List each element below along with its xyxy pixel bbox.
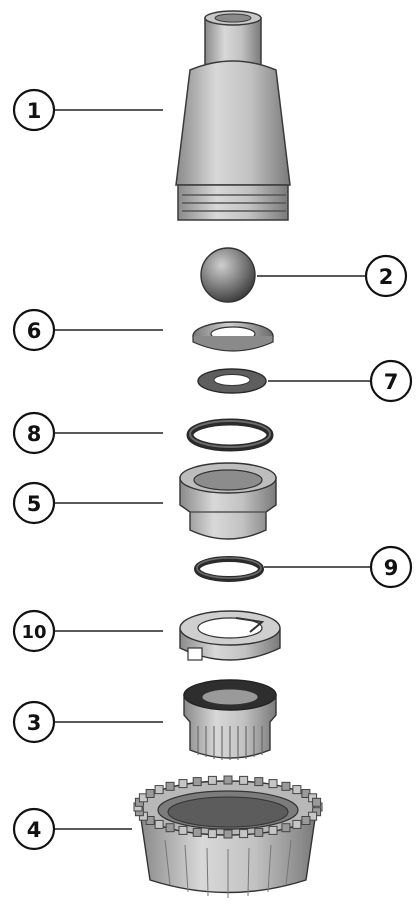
part-6-seat-ring: [192, 321, 274, 352]
callout-6: 6: [12, 308, 56, 352]
callout-7: 7: [369, 359, 413, 403]
part-8-o-ring: [186, 418, 274, 452]
cap-nut-tooth: [165, 823, 175, 833]
cap-nut-tooth: [239, 829, 249, 839]
callout-4-label: 4: [27, 818, 42, 842]
callout-9-label: 9: [384, 556, 399, 580]
cap-nut-tooth: [192, 777, 202, 787]
part-10-slotted-ring: [179, 610, 281, 661]
cap-nut-tooth: [292, 785, 302, 795]
callout-4: 4: [12, 807, 56, 851]
cap-nut-tooth: [292, 819, 302, 829]
callout-6-label: 6: [27, 319, 42, 343]
cap-nut-tooth: [154, 785, 164, 795]
cap-nut-tooth: [165, 781, 175, 791]
cap-nut-tooth: [145, 789, 155, 798]
cap-nut-tooth: [268, 825, 278, 835]
part-5-bushing: [179, 462, 277, 540]
callout-10: 10: [12, 609, 56, 653]
cap-nut-tooth: [312, 797, 322, 807]
cap-nut-tooth: [192, 827, 202, 837]
cap-nut-tooth: [281, 823, 291, 833]
leader-lines: [55, 109, 371, 830]
callout-3-label: 3: [27, 711, 42, 735]
cap-nut-tooth: [207, 829, 217, 839]
callout-7-label: 7: [384, 370, 399, 394]
callout-3: 3: [12, 700, 56, 744]
cap-nut-tooth: [223, 829, 233, 839]
callout-5-label: 5: [27, 492, 42, 516]
cap-nut-tooth: [239, 775, 249, 785]
cap-nut-tooth: [178, 779, 188, 789]
cap-nut-tooth: [254, 827, 264, 837]
cap-nut-tooth: [207, 775, 217, 785]
callout-10-label: 10: [21, 622, 46, 643]
cap-nut-tooth: [254, 777, 264, 787]
part-3-knurled-nut: [183, 679, 277, 760]
cap-nut-tooth: [223, 775, 233, 785]
callout-1-label: 1: [27, 99, 42, 123]
part-2-ball: [200, 247, 256, 303]
callout-1: 1: [12, 88, 56, 132]
part-7-washer: [197, 368, 267, 394]
callout-2-label: 2: [379, 265, 394, 289]
part-4-cap-nut: [133, 775, 323, 898]
part-1-housing: [175, 10, 291, 221]
callout-9: 9: [369, 545, 413, 589]
callout-8-label: 8: [27, 422, 42, 446]
callout-8: 8: [12, 411, 56, 455]
callout-5: 5: [12, 481, 56, 525]
part-9-small-o-ring: [194, 556, 264, 582]
cap-nut-tooth: [178, 825, 188, 835]
cap-nut-tooth: [301, 816, 311, 825]
callout-2: 2: [364, 254, 408, 298]
cap-nut-tooth: [154, 819, 164, 829]
cap-nut-tooth: [281, 781, 291, 791]
cap-nut-tooth: [268, 779, 278, 789]
